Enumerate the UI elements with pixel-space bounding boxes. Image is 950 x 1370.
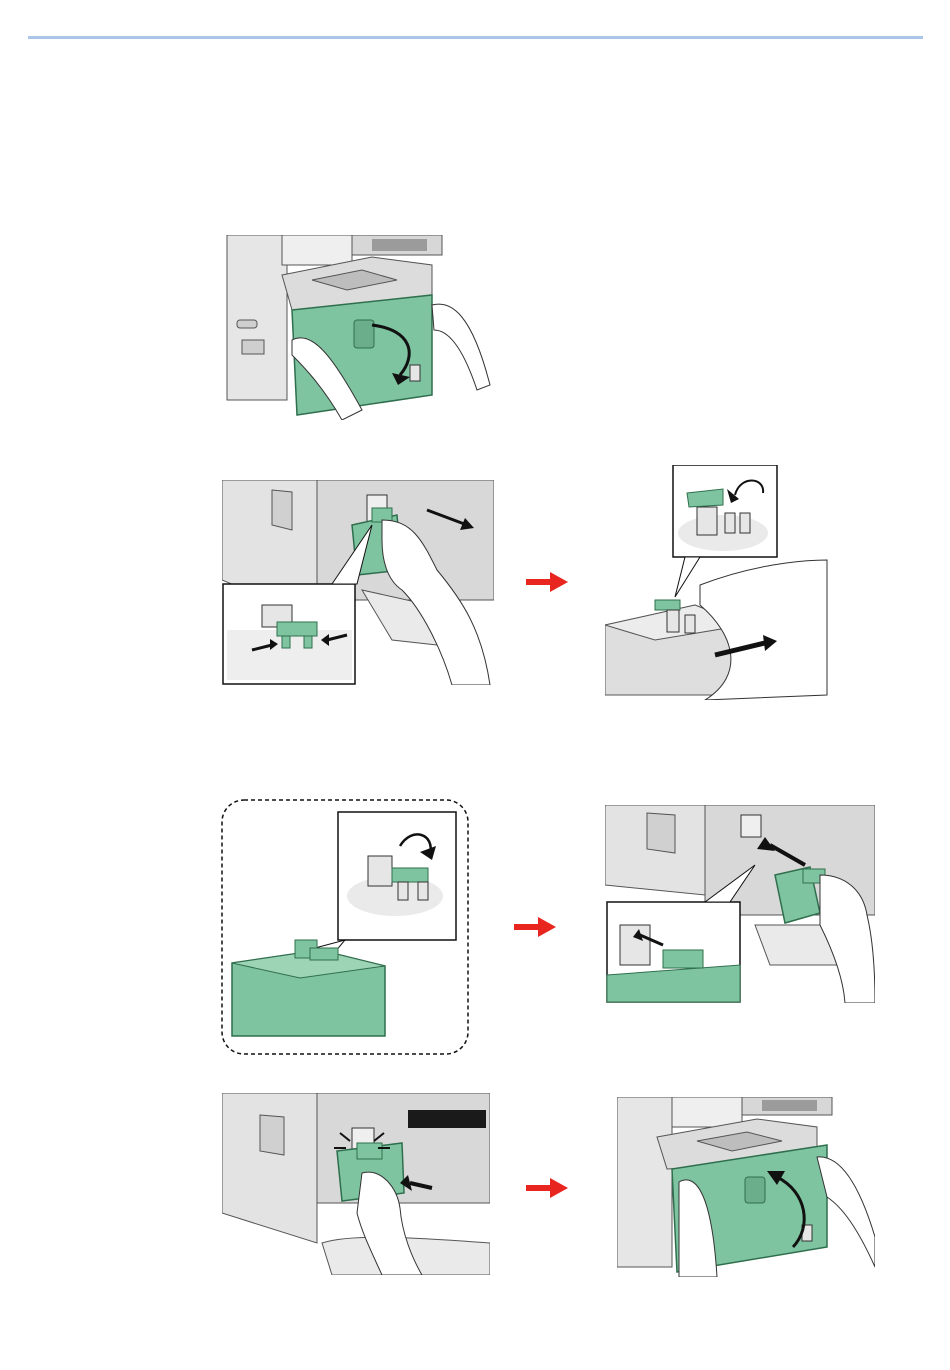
illustration-close-waste-box-lid [605, 465, 833, 700]
illustration-close-front-cover [617, 1097, 875, 1277]
illustration-remove-waste-box [222, 480, 494, 685]
illustration-open-front-cover [222, 235, 492, 420]
illustration-insert-waste-box [605, 805, 875, 1003]
step-arrow-icon [526, 572, 568, 592]
illustration-push-waste-box-in [222, 1093, 490, 1275]
header-rule [28, 36, 923, 39]
label-bar [408, 1110, 486, 1128]
step-arrow-icon [514, 917, 556, 937]
step-arrow-icon [526, 1178, 568, 1198]
illustration-cap-new-waste-box [220, 798, 470, 1056]
